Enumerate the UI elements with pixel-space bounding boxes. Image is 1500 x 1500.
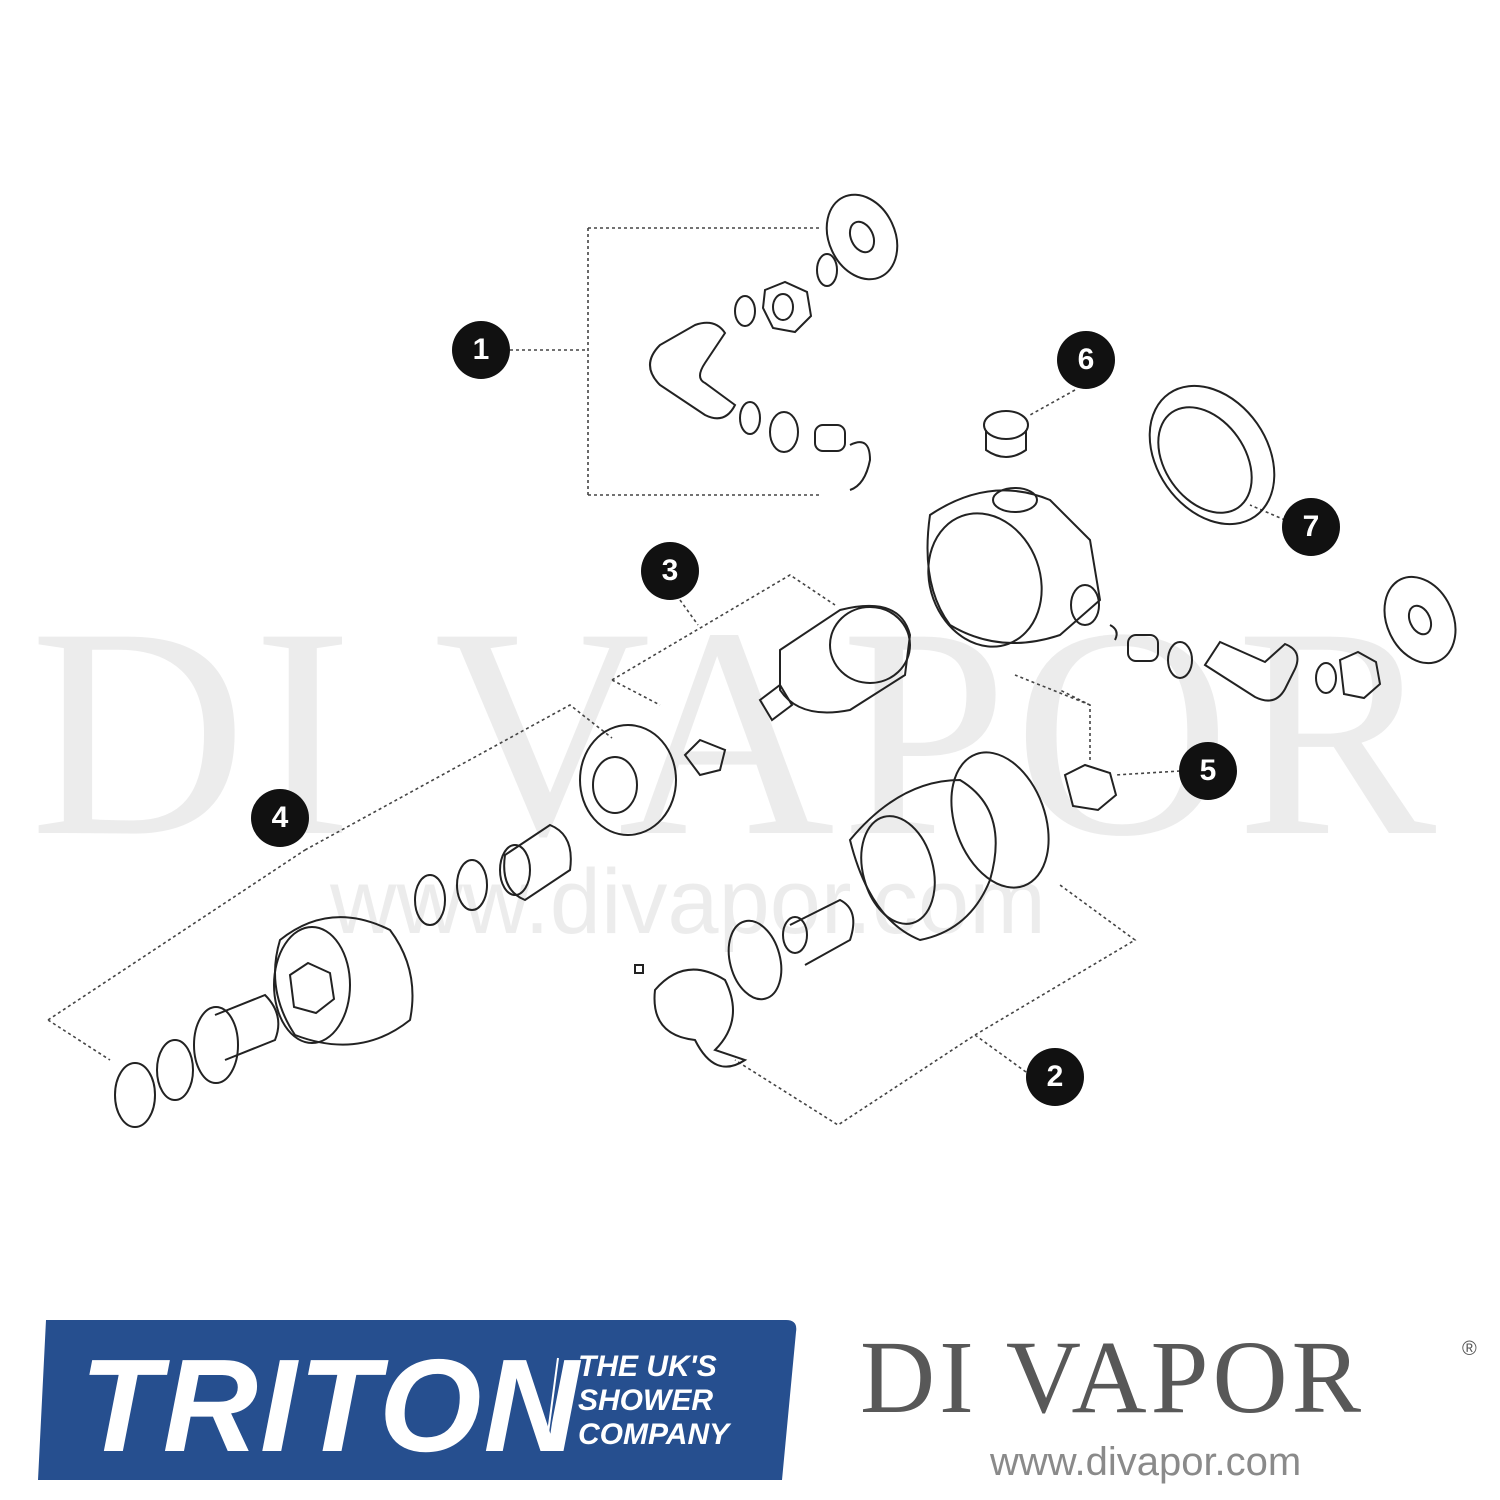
callout-2: 2 [1026,1048,1084,1106]
triton-logo-banner [38,1320,797,1480]
callout-1: 1 [452,321,510,379]
part-6-plug [983,410,1029,458]
kit-2-handle [634,751,1050,1068]
callout-5: 5 [1179,742,1237,800]
triton-tagline: THE UK'S SHOWER COMPANY [578,1350,729,1452]
kit-4-parts [114,724,677,1128]
valve-body [926,487,1457,702]
part-7-shroud [1148,384,1276,526]
kit-3-cartridge [683,604,912,777]
triton-logo-word: TRITON [80,1332,581,1479]
kit-1-parts [649,193,899,491]
tagline-line-2: SHOWER [578,1384,713,1417]
tagline-line-1: THE UK'S [578,1350,717,1383]
divapor-logo-word: DI VAPOR [860,1320,1365,1435]
leader-lines [47,227,1286,1126]
part-5-nipple [1063,763,1118,812]
exploded-view-drawing [47,193,1457,1128]
watermark-url: www.divapor.com [330,851,1046,953]
divapor-url: www.divapor.com [990,1440,1302,1484]
registered-mark: ® [1462,1338,1477,1360]
tagline-line-3: COMPANY [578,1418,730,1451]
callout-3: 3 [641,542,699,600]
callout-4: 4 [251,789,309,847]
callout-6: 6 [1057,331,1115,389]
callout-7: 7 [1282,498,1340,556]
